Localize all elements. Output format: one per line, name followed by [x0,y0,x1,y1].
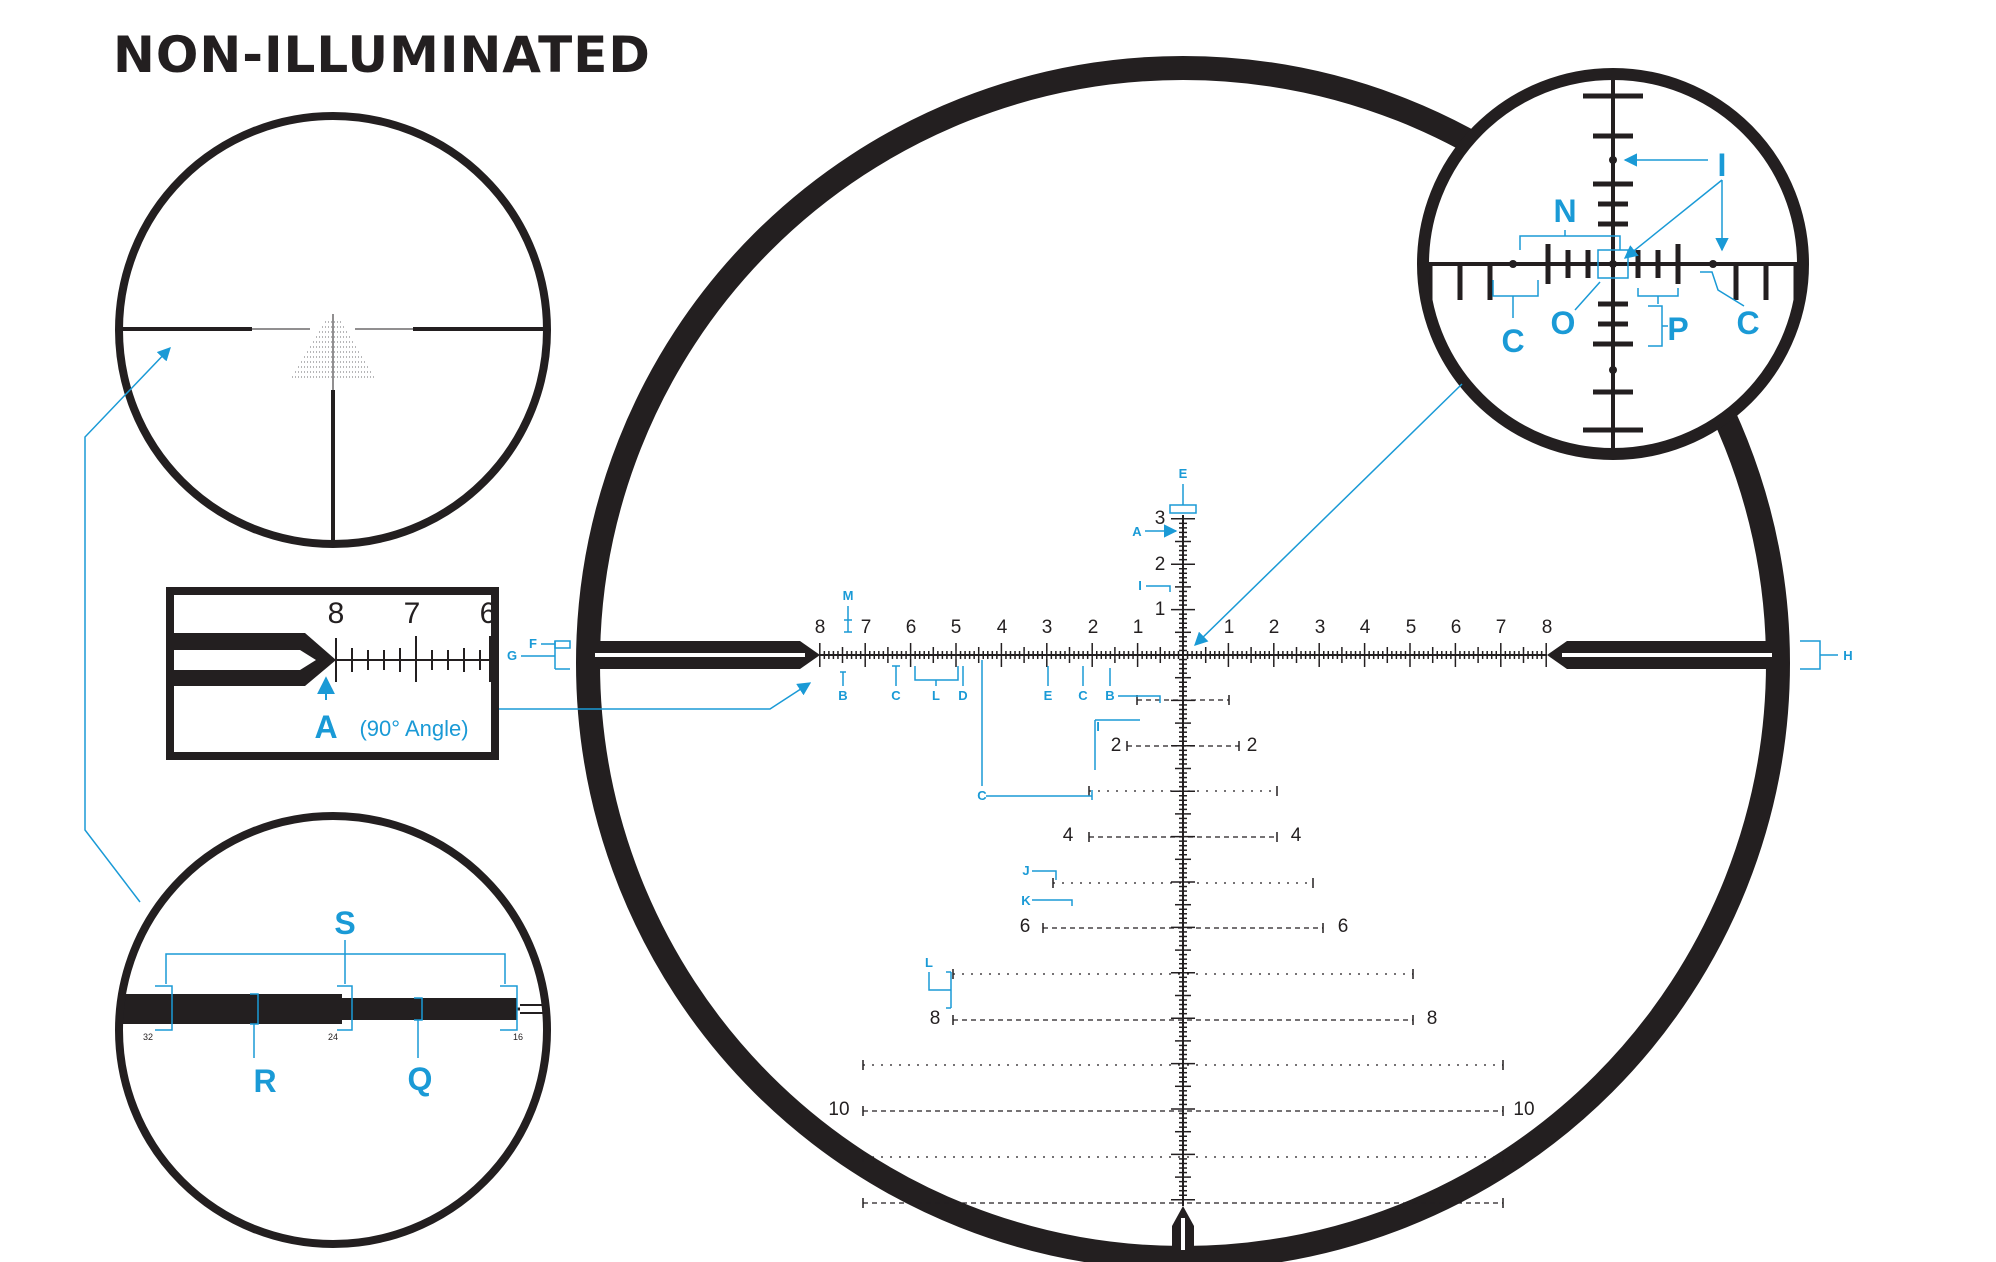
ladder-number-right-6: 6 [1338,916,1349,937]
h-number-right-3: 3 [1315,617,1326,638]
label-g: G [507,648,517,663]
zoom-reticle [1423,80,1803,454]
v-number-3: 3 [1155,508,1166,529]
label-c-mid: C [1078,688,1088,703]
low-power-ring [115,112,551,548]
ladder-number-left-6: 6 [1020,916,1031,937]
post-tick-24: 24 [328,1032,338,1042]
post-label-s: S [334,905,355,941]
v-number-2: 2 [1155,554,1166,575]
post-tip-angle-note: (90° Angle) [359,716,468,741]
label-m: M [843,588,854,603]
h-number-right-1: 1 [1224,617,1235,638]
post-tip-inset: 8 7 6 A (90° Angle) [166,587,812,760]
ladder-number-left-8: 8 [930,1008,941,1029]
page-title: NON-ILLUMINATED [113,26,651,84]
horizontal-hash-marks [819,643,1547,667]
h-number-right-7: 7 [1496,617,1507,638]
label-l-low: L [925,955,933,970]
label-c-left: C [891,688,901,703]
post-tip-number-7: 7 [404,597,421,630]
zoom-connector [1194,383,1463,646]
main-reticle: 8 7 6 5 4 3 2 1 1 2 3 4 5 6 7 8 3 2 1 2 … [507,56,1853,1262]
label-j: J [1022,863,1029,878]
h-number-left-3: 3 [1042,617,1053,638]
label-h: H [1843,648,1852,663]
h-number-right-6: 6 [1451,617,1462,638]
top-cap-bracket [1169,504,1197,514]
h-number-right-2: 2 [1269,617,1280,638]
label-b-mid: B [1105,688,1114,703]
h-number-left-7: 7 [861,617,872,638]
post-tip-label-a: A [314,709,337,745]
h-number-left-1: 1 [1133,617,1144,638]
h-number-left-5: 5 [951,617,962,638]
label-i-top: I [1138,578,1142,593]
holdover-ladder [862,695,1504,1208]
post-tick-32: 32 [143,1032,153,1042]
post-label-q: Q [408,1061,433,1097]
h-number-left-8: 8 [815,617,826,638]
zoom-label-o: O [1551,305,1576,341]
label-b-left: B [838,688,847,703]
ladder-number-left-4: 4 [1063,825,1074,846]
label-k: K [1021,893,1031,908]
zoom-label-n: N [1553,193,1576,229]
low-power-inset [115,112,551,548]
post-tip-number-8: 8 [328,597,345,630]
label-e-top: E [1179,466,1188,481]
post-label-r: R [253,1063,276,1099]
ladder-number-left-10: 10 [828,1099,849,1120]
post-detail-inset: 32 24 16 S R Q [115,812,551,1248]
post-tick-16: 16 [513,1032,523,1042]
ladder-number-left-2: 2 [1111,735,1122,756]
label-a-top: A [1132,524,1142,539]
label-i-mid: I [1096,719,1100,734]
ladder-number-right-2: 2 [1247,735,1258,756]
h-number-left-6: 6 [906,617,917,638]
post-tip-number-6: 6 [480,597,497,630]
zoom-label-p: P [1667,311,1688,347]
zoom-label-c-left: C [1501,323,1524,359]
h-number-right-4: 4 [1360,617,1371,638]
ladder-number-right-4: 4 [1291,825,1302,846]
h-number-right-8: 8 [1542,617,1553,638]
h-number-right-5: 5 [1406,617,1417,638]
zoom-inset: I N O P C C [1194,68,1809,646]
ladder-number-right-8: 8 [1427,1008,1438,1029]
main-callouts: E A I M F G H B C L D E C [507,466,1853,1009]
label-f: F [529,636,537,651]
zoom-label-c-right: C [1736,305,1759,341]
post-tip-connector [499,682,812,710]
h-number-left-4: 4 [997,617,1008,638]
inset-connector [84,347,171,903]
label-d: D [958,688,967,703]
ladder-number-right-10: 10 [1513,1099,1534,1120]
zoom-label-i: I [1718,147,1727,183]
v-number-1: 1 [1155,599,1166,620]
label-e-mid: E [1044,688,1053,703]
post-detail-ring [115,812,551,1248]
h-number-left-2: 2 [1088,617,1099,638]
label-c-low: C [977,788,987,803]
label-l-left: L [932,688,940,703]
